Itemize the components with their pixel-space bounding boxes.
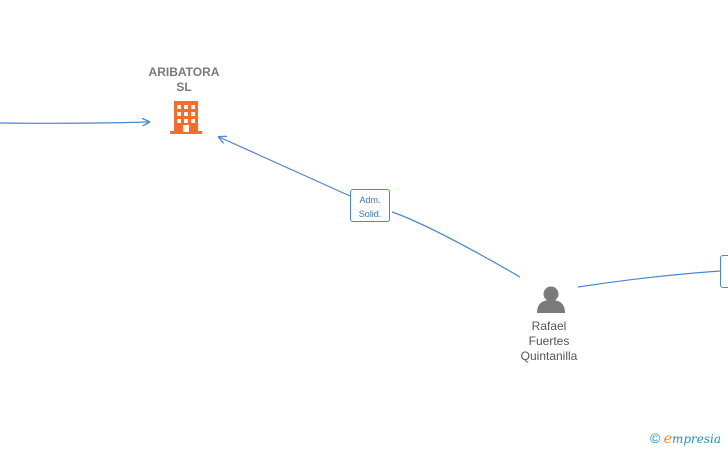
company-name[interactable]: ARIBATORA SL	[134, 65, 234, 95]
edge-role-line2: Solid.	[358, 209, 382, 219]
person-name[interactable]: Rafael Fuertes Quintanilla	[499, 319, 599, 364]
company-name-line2: SL	[176, 80, 192, 94]
footer-brand[interactable]: © empresia	[650, 430, 721, 447]
person-name-line2: Fuertes	[528, 334, 570, 348]
edge-person-to-company-head	[219, 137, 351, 197]
building-icon[interactable]	[170, 101, 202, 134]
edge-role-badge-offscreen[interactable]	[720, 255, 728, 288]
edge-person-to-offscreen	[577, 270, 721, 288]
person-name-line1: Rafael	[531, 319, 567, 333]
person-icon[interactable]	[537, 286, 565, 314]
brand-initial: e	[663, 431, 672, 447]
copyright-icon: ©	[650, 430, 661, 446]
edge-role-line1: Adm.	[359, 195, 381, 205]
person-name-line3: Quintanilla	[520, 349, 578, 363]
edge-offscreen-to-company	[0, 122, 149, 123]
edge-person-to-company	[391, 211, 521, 278]
company-name-line1: ARIBATORA	[148, 65, 220, 79]
brand-name: mpresia	[671, 432, 722, 446]
edge-role-badge[interactable]: Adm. Solid.	[350, 189, 390, 222]
